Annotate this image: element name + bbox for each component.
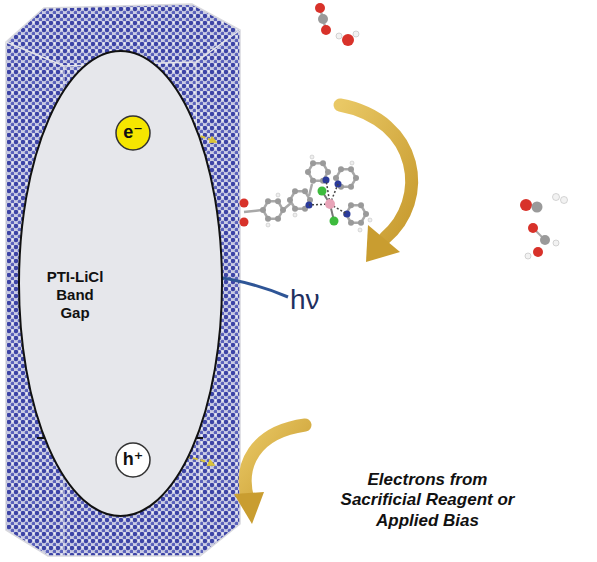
carrier-label: e⁻	[115, 122, 151, 144]
catalyst-molecule	[240, 155, 373, 232]
charge-carrier-circle: e⁻	[115, 115, 151, 151]
charge-carrier-circle: h⁺	[115, 442, 151, 478]
photon-label: hν	[290, 283, 340, 317]
crystal-prism	[6, 4, 240, 556]
reactant-molecules	[315, 3, 359, 46]
band-gap-ellipse: PTI-LiCl Band Gap e⁻ h⁺	[18, 50, 223, 517]
process-arrow	[340, 105, 412, 262]
carrier-label: h⁺	[115, 449, 151, 471]
electron-source-label: Electrons from Sacrificial Reagent or Ap…	[340, 470, 515, 531]
product-molecules	[520, 194, 568, 260]
electron-supply-arrow	[234, 425, 305, 524]
band-gap-label: PTI-LiCl Band Gap	[42, 268, 108, 322]
